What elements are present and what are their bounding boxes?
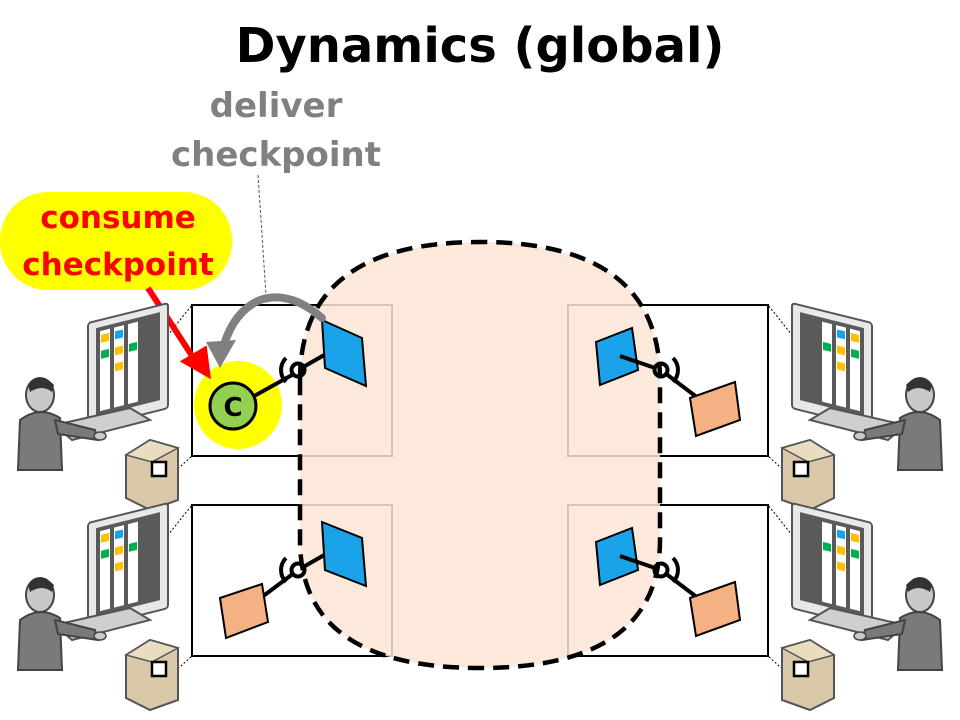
checkpoint-component-label: C: [223, 393, 242, 423]
workstation-icon-top-left: [16, 301, 180, 512]
deliver-pointer-line: [257, 174, 267, 296]
workstation-icon-bottom-right: [780, 501, 944, 712]
deliver-arrow: [206, 293, 326, 368]
workstation-icon-bottom-left: [16, 501, 180, 712]
checkpoint-component: [208, 381, 258, 431]
workstation-icon-top-right: [780, 301, 944, 512]
blue-component: [320, 318, 368, 388]
orange-component: [688, 380, 742, 438]
consume-label-line2: checkpoint: [22, 247, 214, 283]
orange-component: [218, 582, 270, 640]
blue-component: [594, 326, 640, 387]
blue-component: [320, 520, 368, 588]
group-region: [300, 242, 660, 668]
consume-arrow: [145, 286, 212, 380]
slide-title: Dynamics (global): [236, 18, 725, 74]
blue-component: [594, 526, 640, 587]
consume-bubble: [0, 192, 232, 290]
consume-label-line1: consume: [40, 200, 196, 236]
orange-component: [688, 580, 742, 638]
group-outline: [297, 239, 663, 671]
deliver-label-line2: checkpoint: [171, 135, 381, 175]
deliver-label-line1: deliver: [210, 86, 343, 126]
